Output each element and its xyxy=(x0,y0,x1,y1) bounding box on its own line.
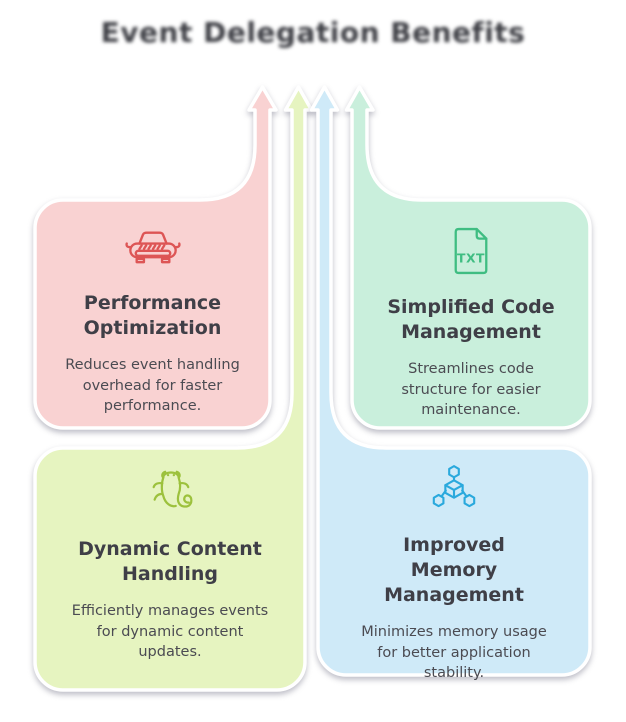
gecko-icon xyxy=(145,464,195,522)
card-body: Reduces event handling overhead for fast… xyxy=(65,357,240,415)
card-improved-memory-management: Improved Memory Management Minimizes mem… xyxy=(318,448,590,681)
lime-card-arrow-shape xyxy=(33,85,314,692)
card-body: Streamlines code structure for easier ma… xyxy=(401,361,541,419)
txt-file-icon: TXT xyxy=(450,226,492,280)
card-heading: Performance Optimization xyxy=(83,292,222,340)
card-dynamic-content-handling: Dynamic Content Handling Efficiently man… xyxy=(35,448,305,690)
card-heading: Dynamic Content Handling xyxy=(78,538,262,586)
card-performance-optimization: Performance Optimization Reduces event h… xyxy=(35,200,270,428)
card-body: Minimizes memory usage for better applic… xyxy=(361,624,547,682)
car-icon xyxy=(124,226,182,276)
card-heading: Improved Memory Management xyxy=(384,534,524,607)
card-heading: Simplified Code Management xyxy=(387,296,555,344)
card-simplified-code-management: TXT Simplified Code Management Streamlin… xyxy=(352,200,590,428)
mint-card-arrow-shape xyxy=(344,85,592,430)
svg-text:TXT: TXT xyxy=(457,250,485,265)
page-title: Event Delegation Benefits xyxy=(100,16,526,49)
card-body: Efficiently manages events for dynamic c… xyxy=(71,603,269,661)
molecule-icon xyxy=(427,464,481,518)
blue-card-arrow-shape xyxy=(309,85,592,677)
